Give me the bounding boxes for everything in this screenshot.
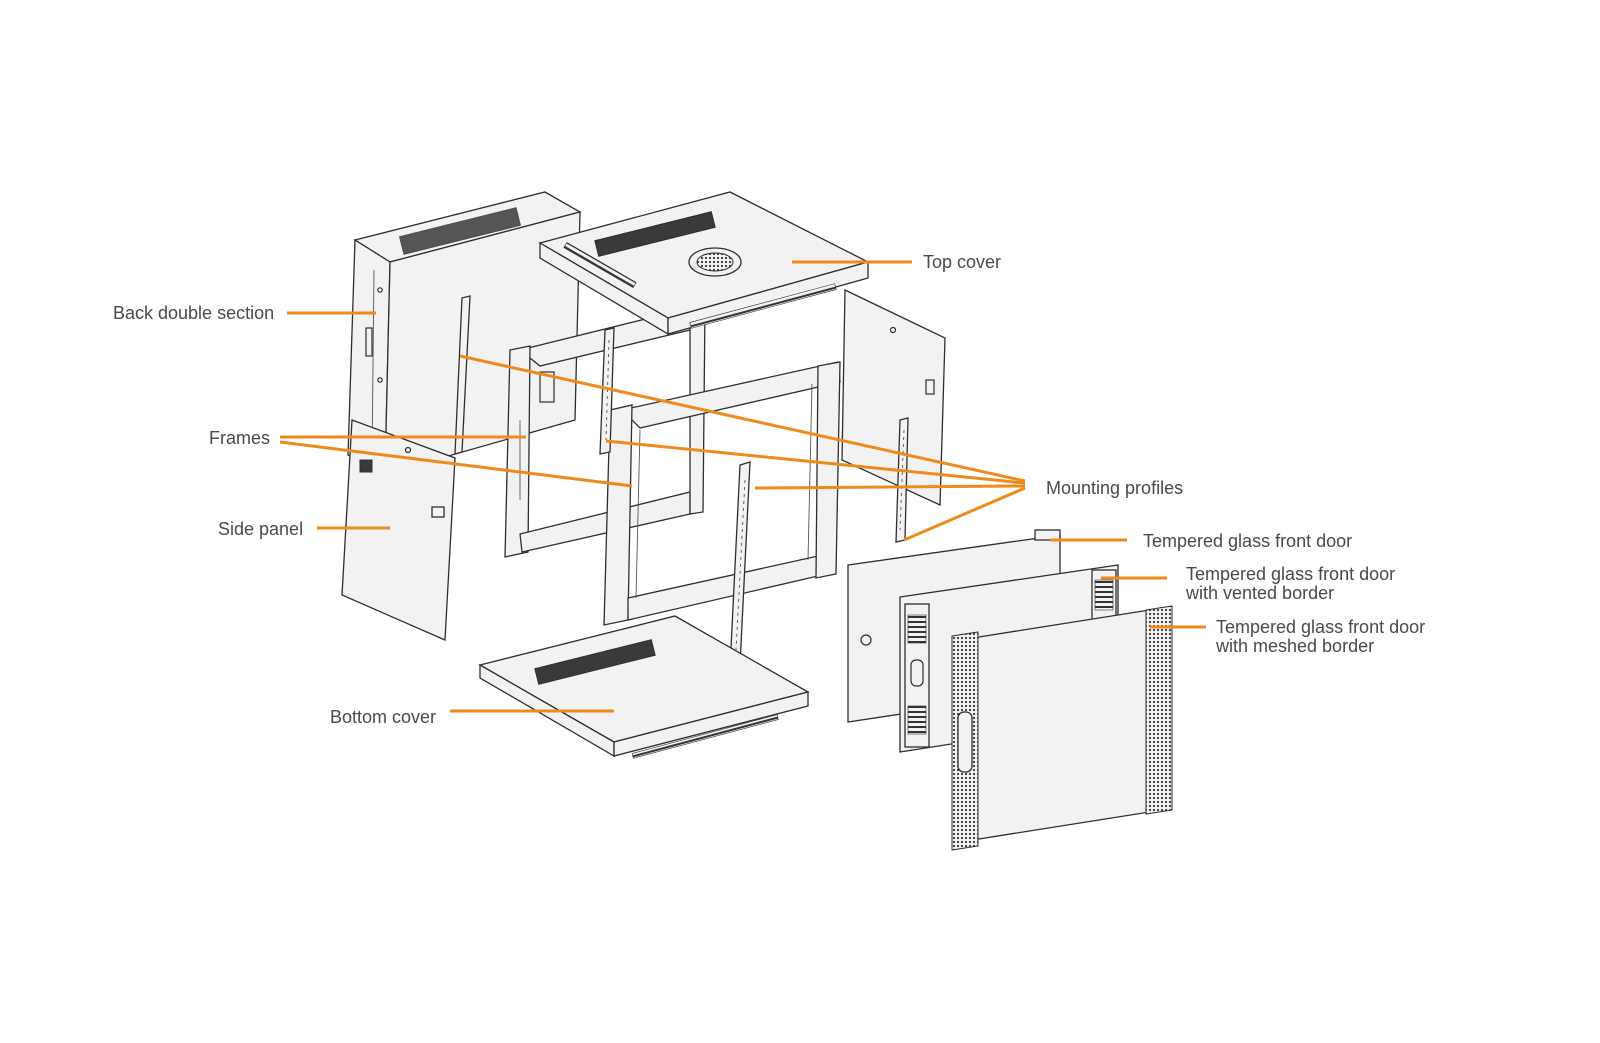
label-vented-door-line1: Tempered glass front door bbox=[1186, 564, 1395, 584]
meshed-door bbox=[951, 605, 1173, 851]
label-bottom-cover: Bottom cover bbox=[330, 707, 436, 727]
label-meshed-door-line2: with meshed border bbox=[1215, 636, 1374, 656]
label-frames: Frames bbox=[209, 428, 270, 448]
label-back-double-section: Back double section bbox=[113, 303, 274, 323]
label-vented-door-line2: with vented border bbox=[1185, 583, 1334, 603]
leader-profiles-2 bbox=[605, 439, 1026, 485]
front-frame bbox=[603, 361, 841, 626]
label-top-cover: Top cover bbox=[923, 252, 1001, 272]
label-side-panel: Side panel bbox=[218, 519, 303, 539]
labels: Top cover Back double section Frames Sid… bbox=[113, 252, 1425, 727]
back-double-section bbox=[347, 191, 582, 476]
right-side-plate bbox=[841, 288, 946, 507]
top-cover bbox=[538, 191, 870, 336]
leader-profiles-3 bbox=[754, 484, 1026, 490]
leader-profiles-4 bbox=[903, 486, 1026, 542]
leader-lines bbox=[279, 260, 1206, 713]
mounting-profiles-group bbox=[454, 295, 909, 669]
label-mounting-profiles: Mounting profiles bbox=[1046, 478, 1183, 498]
side-panel bbox=[341, 419, 456, 641]
leader-frames-2 bbox=[279, 440, 633, 488]
bottom-cover bbox=[478, 615, 810, 759]
label-meshed-door-line1: Tempered glass front door bbox=[1216, 617, 1425, 637]
leader-profiles-1 bbox=[459, 354, 1026, 483]
label-glass-door: Tempered glass front door bbox=[1143, 531, 1352, 551]
